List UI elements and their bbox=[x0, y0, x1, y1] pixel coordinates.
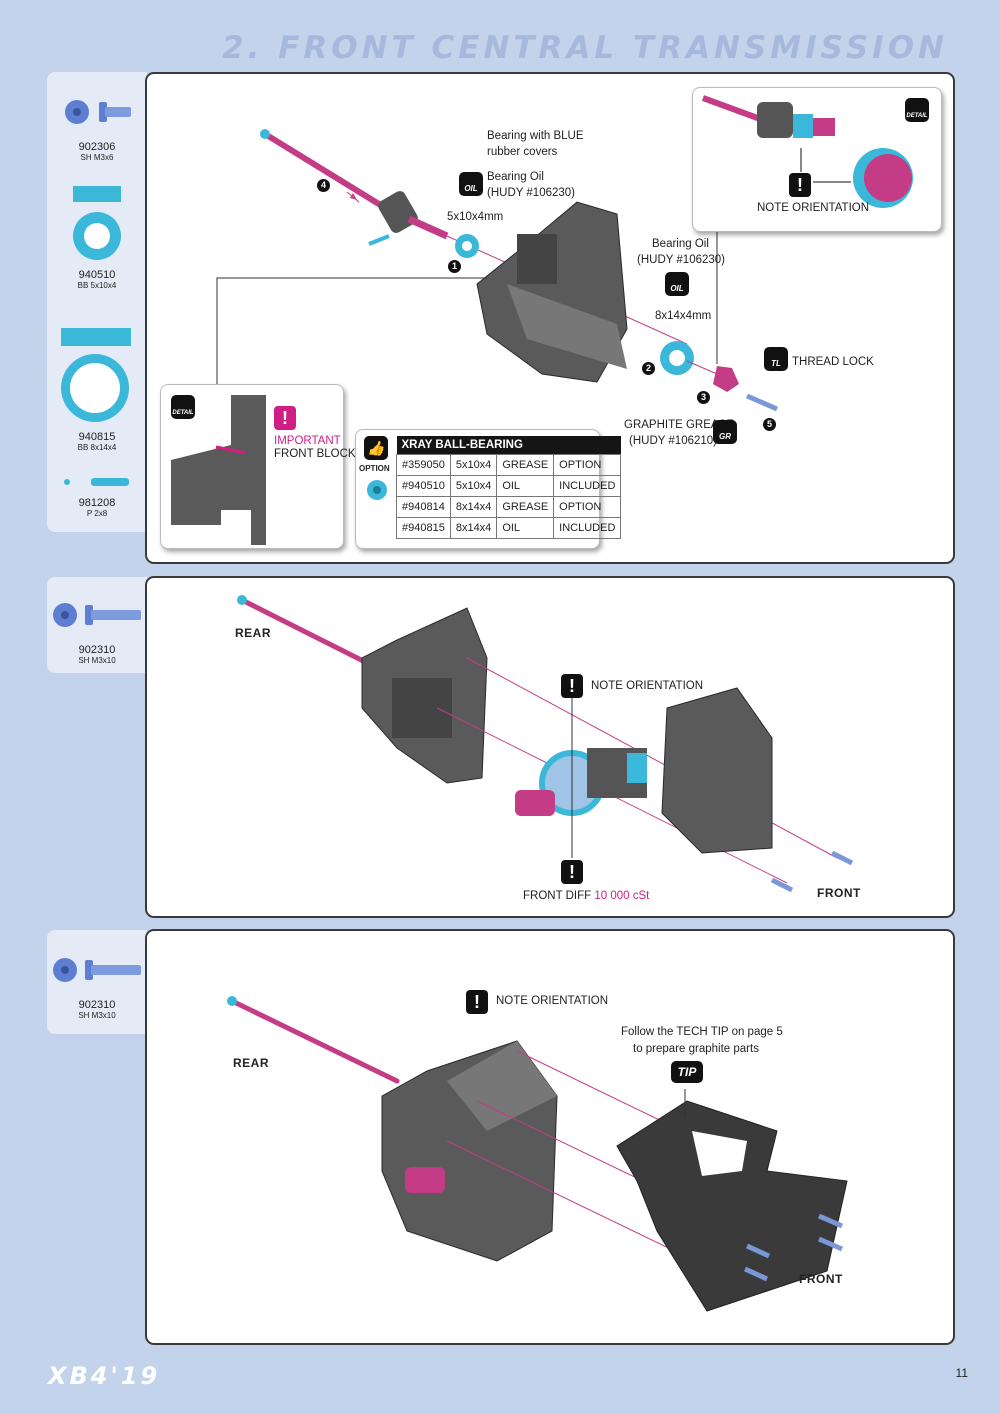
screw-icon bbox=[53, 958, 141, 982]
important-icon: ! bbox=[274, 406, 296, 430]
step1-drawing bbox=[216, 129, 778, 444]
screw-icon bbox=[65, 100, 131, 124]
detail-icon: DETAIL bbox=[171, 395, 195, 419]
warning-icon: ! bbox=[466, 990, 488, 1014]
tech-tip-badge: TIP bbox=[671, 1061, 703, 1083]
front-label: FRONT bbox=[817, 886, 861, 900]
detail-callout-front-block: DETAIL ! IMPORTANT FRONT BLOCK bbox=[160, 384, 356, 549]
oil-icon: OIL bbox=[665, 272, 689, 296]
part-902310: 902310 SH M3x10 bbox=[47, 956, 147, 1020]
bearing-small-icon bbox=[73, 186, 121, 260]
front-diff-label: FRONT DIFF 10 000 cSt bbox=[523, 890, 650, 902]
warning-icon: ! bbox=[561, 860, 583, 884]
parts-column-step1: 902306 SH M3x6 940510 BB 5x10x4 940815 B… bbox=[47, 72, 147, 532]
detail-icon: DETAIL bbox=[905, 98, 929, 122]
step3-panel: REAR ! NOTE ORIENTATION Follow the TECH … bbox=[145, 929, 955, 1345]
pin-icon bbox=[64, 478, 129, 486]
thumbs-up-icon: 👍 bbox=[364, 436, 388, 460]
step1-panel: Bearing with BLUE rubber covers OIL Bear… bbox=[145, 72, 955, 564]
step2-drawing bbox=[237, 595, 854, 893]
screw-icon bbox=[53, 603, 141, 627]
step3-drawing bbox=[227, 996, 848, 1312]
part-902310: 902310 SH M3x10 bbox=[47, 601, 147, 665]
part-940510: 940510 BB 5x10x4 bbox=[47, 184, 147, 290]
oil-icon: OIL bbox=[459, 172, 483, 196]
rear-label: REAR bbox=[233, 1056, 270, 1070]
parts-column-step2: 902310 SH M3x10 bbox=[47, 577, 147, 673]
bearing-large-icon bbox=[61, 328, 131, 422]
part-981208: 981208 P 2x8 bbox=[47, 474, 147, 518]
front-label: FRONT bbox=[799, 1272, 843, 1286]
warning-icon: ! bbox=[789, 173, 811, 197]
detail-callout-orientation: ! NOTE ORIENTATION DETAIL bbox=[692, 87, 942, 232]
page-number: 11 bbox=[955, 1366, 968, 1380]
thread-lock-icon: TL bbox=[764, 347, 788, 371]
grease-icon: GR bbox=[713, 420, 737, 444]
bearing-option-icon bbox=[367, 480, 387, 500]
part-902306: 902306 SH M3x6 bbox=[47, 96, 147, 162]
parts-column-step3: 902310 SH M3x10 bbox=[47, 930, 147, 1034]
rear-label: REAR bbox=[235, 626, 272, 640]
warning-icon: ! bbox=[561, 674, 583, 698]
logo: XB4'19 bbox=[48, 1362, 161, 1390]
step2-panel: REAR ! NOTE ORIENTATION ! FRONT DIFF 10 … bbox=[145, 576, 955, 918]
part-940815: 940815 BB 8x14x4 bbox=[47, 326, 147, 452]
page-title: 2. FRONT CENTRAL TRANSMISSION bbox=[222, 30, 948, 66]
